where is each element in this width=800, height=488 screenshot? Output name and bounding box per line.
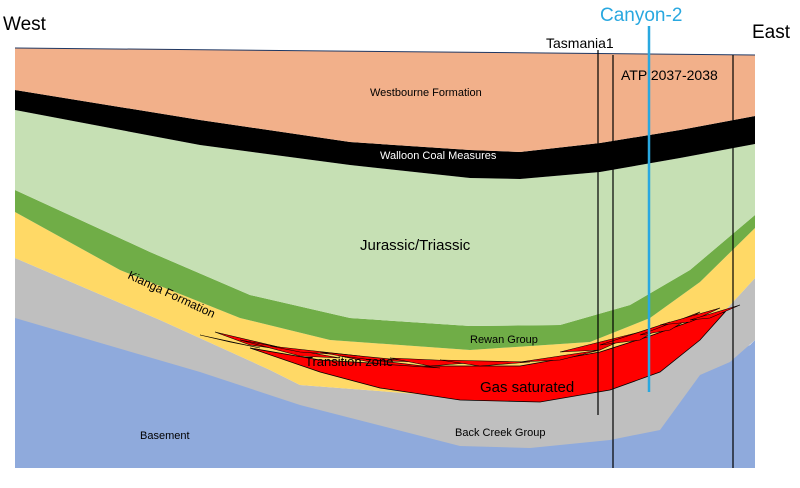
gas-saturated-label: Gas saturated [480, 379, 574, 396]
transition-zone-spikes [199, 304, 741, 369]
gas-saturated-zone [249, 311, 727, 403]
jurassic-triassic-layer [15, 110, 755, 326]
back-creek-label: Back Creek Group [455, 427, 545, 439]
walloon-coal-layer [15, 90, 755, 179]
back-creek-layer [15, 258, 755, 448]
westbourne-label: Westbourne Formation [370, 87, 482, 99]
tasmania1-label: Tasmania1 [546, 35, 614, 51]
jurassic-triassic-label: Jurassic/Triassic [360, 237, 471, 254]
westbourne-layer [15, 48, 755, 152]
west-label: West [3, 14, 47, 35]
basement-label: Basement [140, 430, 190, 442]
rewan-label: Rewan Group [470, 334, 538, 346]
atp-label: ATP 2037-2038 [621, 67, 718, 83]
transition-zone-label: Transition zone [305, 354, 393, 369]
east-label: East [752, 22, 791, 43]
walloon-label: Walloon Coal Measures [380, 150, 497, 162]
surface-line [14, 47, 756, 56]
rewan-layer [15, 190, 755, 350]
canyon2-label: Canyon-2 [600, 5, 682, 26]
